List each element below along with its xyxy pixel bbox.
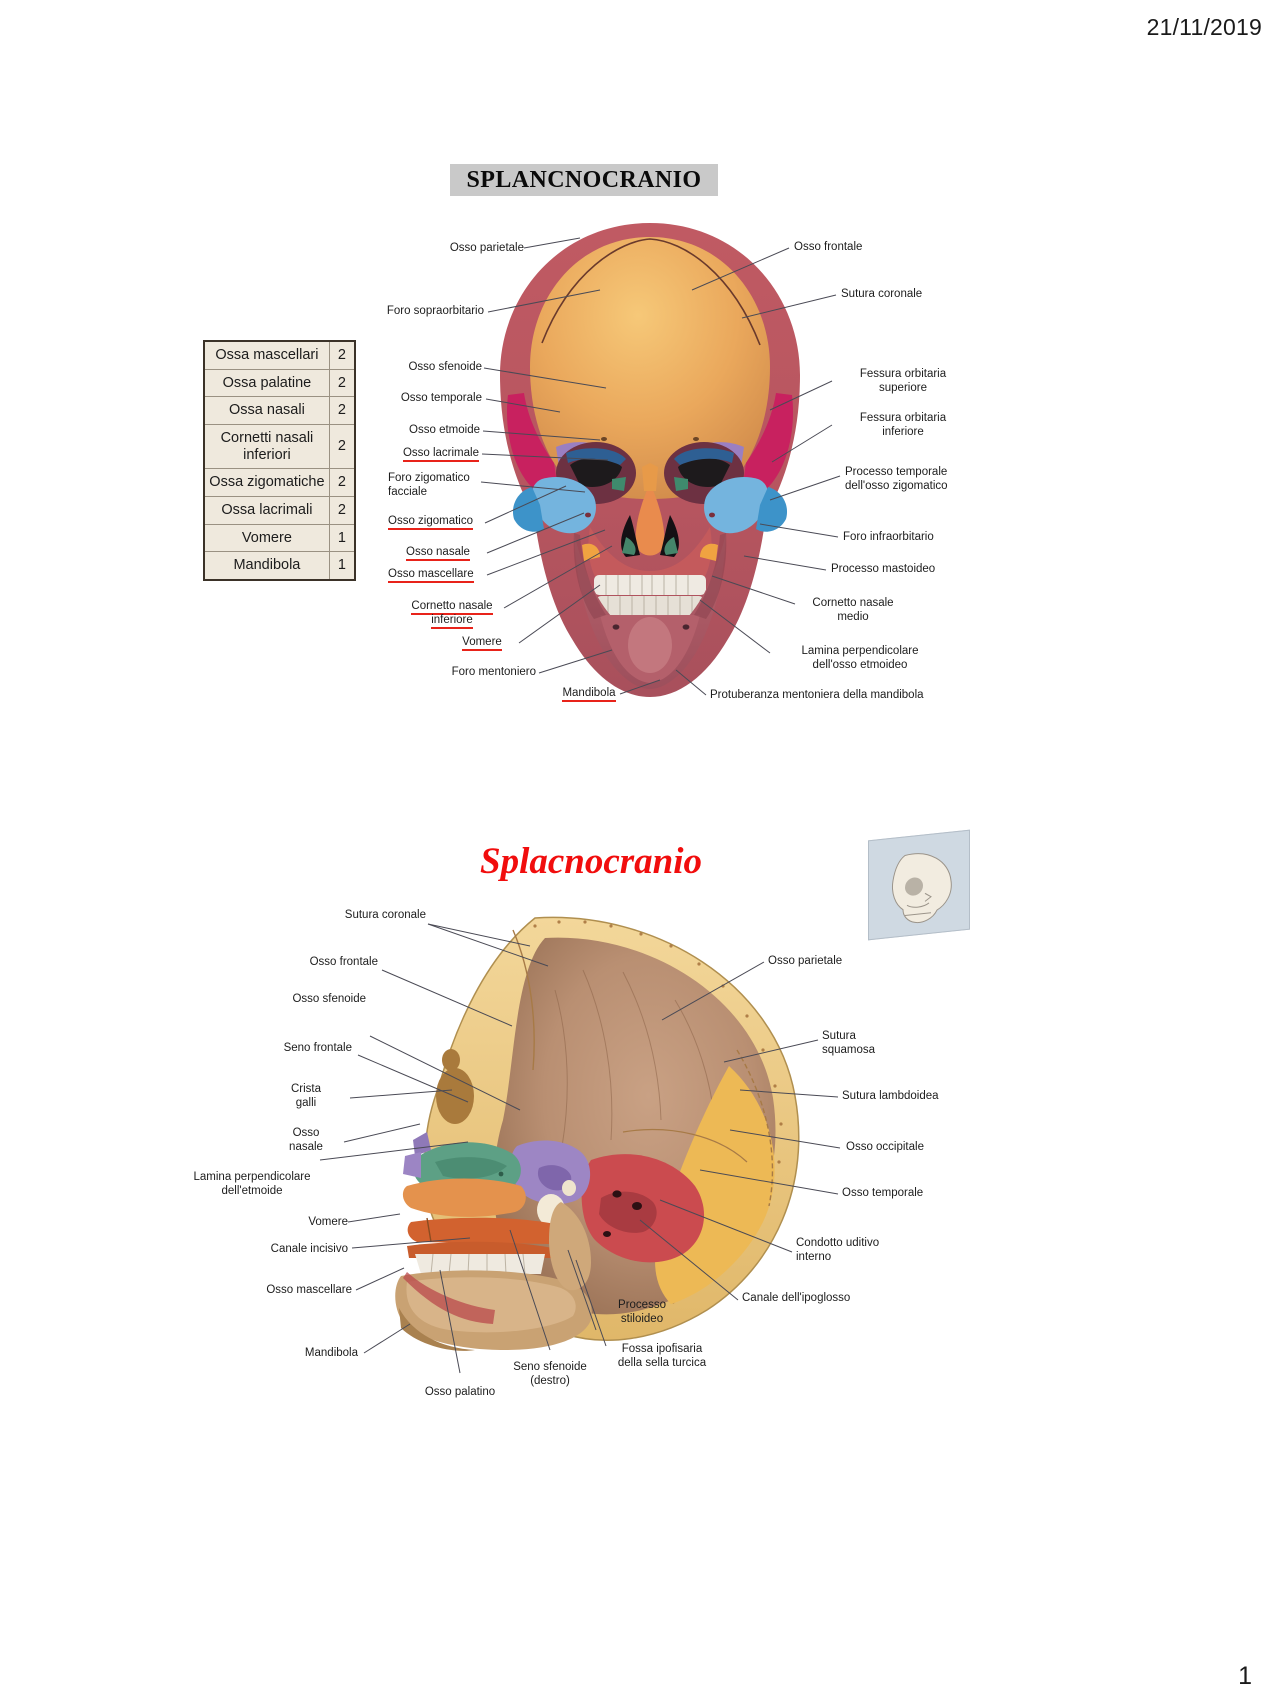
- label2-osso-nasale: Osso nasale: [289, 1127, 323, 1154]
- document-date: 21/11/2019: [1146, 14, 1262, 40]
- orientation-thumbnail: [868, 829, 970, 941]
- label2-sutura-squamosa: Sutura squamosa: [822, 1030, 876, 1057]
- label2-condotto-uditivo-interno: Condotto uditivo interno: [796, 1237, 880, 1264]
- label-osso-zigomatico: Osso zigomatico: [388, 514, 498, 530]
- slide1-leader-lines: [480, 237, 841, 696]
- label2-osso-sfenoide: Osso sfenoide: [292, 993, 366, 1005]
- table-row: Ossa zigomatiche 2: [203, 468, 356, 498]
- table-row: Cornetti nasali inferiori 2: [203, 424, 356, 470]
- label2-osso-frontale: Osso frontale: [309, 956, 378, 968]
- bone-name-cell: Vomere: [203, 523, 330, 553]
- slide-2-splacnocranio: Splacnocranio: [0, 790, 1280, 1650]
- bone-name-cell: Ossa lacrimali: [203, 496, 330, 525]
- label-osso-sfenoide: Osso sfenoide: [408, 361, 482, 373]
- label-processo-mastoideo: Processo mastoideo: [831, 563, 936, 575]
- bone-count-cell: 2: [328, 340, 356, 370]
- page-number: 1: [1238, 1662, 1252, 1690]
- label2-osso-occipitale: Osso occipitale: [846, 1141, 924, 1153]
- label2-mandibola: Mandibola: [304, 1347, 358, 1359]
- label2-sutura-lambdoidea: Sutura lambdoidea: [842, 1090, 939, 1102]
- slide2-title: Splacnocranio: [480, 841, 703, 882]
- table-row: Ossa mascellari 2: [203, 340, 356, 370]
- label-cornetto-nasale-medio: Cornetto nasale medio: [812, 597, 894, 624]
- skull-anterior-illustration: [500, 223, 800, 697]
- bone-count-cell: 2: [328, 424, 356, 470]
- label-foro-zigomatico-facciale: Foro zigomatico facciale: [388, 472, 470, 499]
- label2-sutura-coronale: Sutura coronale: [344, 909, 426, 921]
- table-row: Mandibola 1: [203, 551, 356, 581]
- label2-vomere: Vomere: [308, 1216, 348, 1228]
- label-osso-frontale: Osso frontale: [794, 241, 863, 253]
- label2-canale-ipoglosso: Canale dell'ipoglosso: [742, 1292, 851, 1304]
- bone-count-cell: 1: [328, 551, 356, 581]
- label-fessura-orbitaria-inferiore: Fessura orbitaria inferiore: [859, 412, 947, 439]
- label-foro-sopraorbitario: Foro sopraorbitario: [386, 305, 484, 317]
- label-osso-mascellare: Osso mascellare: [388, 567, 500, 583]
- bone-count-cell: 1: [328, 523, 356, 553]
- table-row: Ossa palatine 2: [203, 368, 356, 398]
- bone-count-cell: 2: [328, 396, 356, 426]
- slide1-title: SPLANCNOCRANIO: [450, 164, 718, 196]
- bone-count-cell: 2: [328, 468, 356, 498]
- label-osso-temporale: Osso temporale: [400, 392, 482, 404]
- label-osso-etmoide: Osso etmoide: [409, 424, 480, 436]
- slide2-leader-lines: [319, 923, 841, 1374]
- thumbnail-skull-icon: [892, 853, 952, 924]
- skull-sagittal-illustration: [395, 916, 800, 1351]
- label-processo-temporale-osso-zigomatico: Processo temporale dell'osso zigomatico: [845, 466, 948, 493]
- slide-1-splancnocranio: SPLANCNOCRANIO Ossa mascellari 2 Ossa pa…: [0, 0, 1280, 760]
- label-osso-lacrimale: Osso lacrimale: [260, 446, 479, 462]
- label-sutura-coronale: Sutura coronale: [841, 288, 923, 300]
- label2-seno-sfenoide-destro: Seno sfenoide (destro): [513, 1361, 587, 1388]
- label-osso-nasale: Osso nasale: [406, 545, 498, 561]
- bone-count-cell: 2: [328, 368, 356, 398]
- table-row: Ossa lacrimali 2: [203, 496, 356, 525]
- bone-name-cell: Ossa mascellari: [203, 340, 330, 370]
- label2-seno-frontale: Seno frontale: [283, 1042, 352, 1054]
- label2-lamina-perpendicolare-etmoide: Lamina perpendicolare dell'etmoide: [193, 1171, 311, 1198]
- label2-osso-parietale: Osso parietale: [768, 955, 843, 967]
- bone-name-cell: Ossa zigomatiche: [203, 468, 330, 498]
- label-mandibola: Mandibola: [556, 686, 622, 702]
- label-cornetto-nasale-inferiore: Cornetto nasale inferiore: [400, 599, 504, 630]
- label2-osso-temporale: Osso temporale: [842, 1187, 924, 1199]
- label-fessura-orbitaria-superiore: Fessura orbitaria superiore: [859, 368, 947, 395]
- bone-name-cell: Mandibola: [203, 551, 330, 581]
- label2-canale-incisivo: Canale incisivo: [270, 1243, 348, 1255]
- label2-processo-stiloideo: Processo stiloideo: [618, 1299, 666, 1326]
- label-foro-infraorbitario: Foro infraorbitario: [843, 531, 934, 543]
- bone-name-cell: Cornetti nasali inferiori: [203, 424, 330, 470]
- bone-count-cell: 2: [328, 496, 356, 525]
- label2-crista-galli: Crista galli: [290, 1083, 322, 1110]
- table-row: Vomere 1: [203, 523, 356, 553]
- bone-name-cell: Ossa palatine: [203, 368, 330, 398]
- label2-osso-mascellare: Osso mascellare: [266, 1284, 352, 1296]
- label-vomere: Vomere: [448, 635, 516, 651]
- label2-osso-palatino: Osso palatino: [424, 1386, 496, 1398]
- label2-fossa-ipofisaria: Fossa ipofisaria della sella turcica: [617, 1343, 707, 1370]
- label-foro-mentoniero: Foro mentoniero: [451, 666, 536, 678]
- label-osso-parietale: Osso parietale: [449, 242, 524, 254]
- label-lamina-perpendicolare-etmoideo: Lamina perpendicolare dell'osso etmoideo: [801, 645, 919, 672]
- bone-count-table: Ossa mascellari 2 Ossa palatine 2 Ossa n…: [203, 340, 356, 582]
- label-protuberanza-mentoniera: Protuberanza mentoniera della mandibola: [710, 689, 924, 701]
